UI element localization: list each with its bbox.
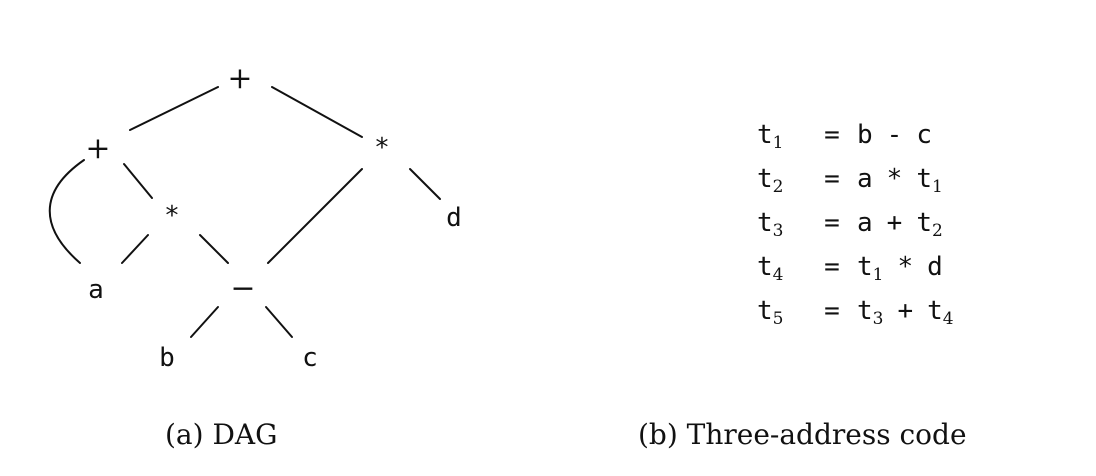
node-inner-mul: * — [164, 201, 180, 231]
code-equals: = — [824, 164, 840, 194]
temp-subscript: 3 — [772, 221, 784, 241]
dag-diagram: + + * * d a − b c — [48, 61, 462, 373]
code-equals: = — [824, 208, 840, 238]
edge-root-right — [271, 86, 363, 138]
temp-subscript: 1 — [772, 133, 784, 153]
code-token: t — [927, 296, 943, 326]
token-subscript: 2 — [931, 221, 943, 241]
code-line: t4=t1*d — [757, 245, 954, 289]
edge-right-minus — [267, 168, 363, 264]
code-token: b — [857, 120, 873, 150]
code-token: t — [916, 208, 932, 238]
token-subscript: 4 — [942, 309, 954, 329]
code-token: - — [886, 120, 903, 150]
caption-dag: (a) DAG — [165, 418, 278, 451]
code-token: * — [897, 252, 914, 282]
code-token: d — [927, 252, 943, 282]
code-line: t5=t3+t4 — [757, 289, 954, 333]
node-a: a — [88, 275, 104, 305]
code-equals: = — [824, 120, 840, 150]
node-d: d — [446, 203, 462, 233]
code-token: a — [857, 164, 873, 194]
code-lhs: t5 — [757, 289, 807, 333]
code-line: t3=a+t2 — [757, 201, 954, 245]
code-lhs: t3 — [757, 201, 807, 245]
caption-three-address-code: (b) Three-address code — [638, 418, 967, 451]
code-token: t — [916, 164, 932, 194]
code-token: t — [857, 252, 873, 282]
temp-name: t — [757, 252, 773, 282]
temp-subscript: 4 — [772, 265, 784, 285]
code-lhs: t2 — [757, 157, 807, 201]
code-rhs: t1 * d — [857, 245, 943, 289]
node-root-plus: + — [227, 61, 252, 96]
edge-right-d — [409, 168, 441, 200]
node-minus: − — [230, 271, 255, 306]
code-token: + — [886, 208, 903, 238]
token-subscript: 1 — [872, 265, 884, 285]
edge-inner-minus — [199, 234, 229, 264]
token-subscript: 1 — [931, 177, 943, 197]
edge-left-inner — [123, 163, 153, 199]
code-lhs: t4 — [757, 245, 807, 289]
node-left-plus: + — [85, 131, 110, 166]
temp-name: t — [757, 296, 773, 326]
edge-root-left — [129, 86, 219, 131]
code-token: * — [886, 164, 903, 194]
edge-minus-b — [190, 306, 219, 338]
temp-name: t — [757, 208, 773, 238]
code-rhs: b-c — [857, 113, 932, 157]
code-token: a — [857, 208, 873, 238]
code-rhs: a + t2 — [857, 201, 943, 245]
code-rhs: a * t1 — [857, 157, 943, 201]
token-subscript: 3 — [872, 309, 884, 329]
edge-left-a — [48, 159, 85, 264]
code-equals: = — [824, 252, 840, 282]
code-token: c — [916, 120, 932, 150]
temp-subscript: 5 — [772, 309, 784, 329]
temp-subscript: 2 — [772, 177, 784, 197]
code-token: + — [897, 296, 914, 326]
edge-inner-a — [121, 234, 149, 264]
code-rhs: t3+t4 — [857, 289, 954, 333]
temp-name: t — [757, 120, 773, 150]
temp-name: t — [757, 164, 773, 194]
code-line: t1 = b-c — [757, 113, 954, 157]
code-lhs: t1 — [757, 113, 807, 157]
node-c: c — [302, 343, 318, 373]
node-b: b — [159, 343, 175, 373]
code-equals: = — [824, 296, 840, 326]
code-token: t — [857, 296, 873, 326]
code-line: t2=a*t1 — [757, 157, 954, 201]
node-right-mul: * — [374, 133, 390, 163]
edge-minus-c — [265, 306, 293, 338]
